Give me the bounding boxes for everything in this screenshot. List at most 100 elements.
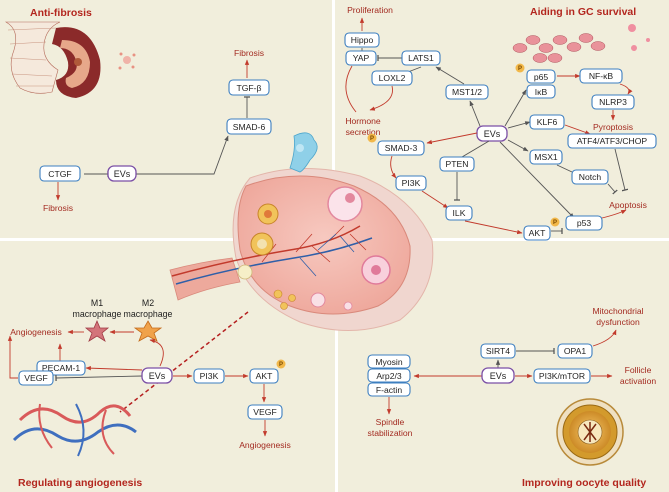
label-spindle: Spindle <box>376 417 405 427</box>
node-akt-angio: AKT <box>249 368 279 384</box>
svg-text:PTEN: PTEN <box>446 159 469 169</box>
edge-atf-apoptosis <box>614 148 629 192</box>
node-evs-gc: EVs <box>476 125 508 142</box>
edge-vegf-angio <box>9 338 18 379</box>
svg-text:Hippo: Hippo <box>351 35 374 45</box>
node-ctgf: CTGF <box>39 165 81 182</box>
node-p65: p65 <box>526 69 556 84</box>
node-msx1: MSX1 <box>529 149 563 165</box>
node-evs-oocyte: EVs <box>481 367 515 384</box>
node-vegf-left: VEGF <box>18 370 54 386</box>
node-akt-gc: AKT <box>523 225 551 241</box>
svg-text:p65: p65 <box>534 72 549 82</box>
ovary-illustration <box>169 132 434 332</box>
svg-text:p53: p53 <box>577 218 592 228</box>
svg-text:TGF-β: TGF-β <box>237 83 262 93</box>
edge-msx1-notch <box>556 164 573 173</box>
edge-evs-smad6 <box>160 135 229 175</box>
node-smad3: SMAD-3 <box>377 140 425 156</box>
node-opa1: OPA1 <box>557 343 593 359</box>
edge-mst-lats1 <box>435 66 465 85</box>
svg-text:PI3K/mTOR: PI3K/mTOR <box>539 371 585 381</box>
node-myosin: Myosin <box>367 354 411 369</box>
edge-notch-apoptosis <box>607 183 618 195</box>
node-ilk: ILK <box>445 205 473 221</box>
node-klf6: KLF6 <box>529 114 565 130</box>
label-activation: activation <box>620 376 657 386</box>
svg-text:VEGF: VEGF <box>24 373 47 383</box>
label-m2: M2 <box>142 298 154 308</box>
edge-evs-m2 <box>149 338 164 367</box>
node-notch: Notch <box>571 169 609 185</box>
granulosa-cells-illustration <box>512 24 650 63</box>
node-pi3k-mtor: PI3K/mTOR <box>533 368 591 384</box>
node-sirt4: SIRT4 <box>480 343 516 359</box>
svg-text:Arp2/3: Arp2/3 <box>376 371 402 381</box>
edge-evs-mst <box>469 100 481 127</box>
svg-text:NF-κB: NF-κB <box>589 71 614 81</box>
node-nlrp3: NLRP3 <box>591 94 635 110</box>
label-angiogenesis-bottom: Angiogenesis <box>239 440 291 450</box>
svg-text:LOXL2: LOXL2 <box>379 73 406 83</box>
svg-text:P: P <box>370 136 374 142</box>
label-m1-macrophage: macrophage <box>73 309 122 319</box>
label-dysfunction: dysfunction <box>596 317 640 327</box>
svg-text:LATS1: LATS1 <box>408 53 434 63</box>
edge-evs-smad3 <box>426 132 478 145</box>
svg-text:ATF4/ATF3/CHOP: ATF4/ATF3/CHOP <box>577 136 648 146</box>
svg-text:EVs: EVs <box>149 371 166 381</box>
edge-klf6-atf <box>564 124 591 135</box>
edge-evs-p65 <box>504 89 527 127</box>
phospho-akt-gc <box>550 217 560 227</box>
edge-evs-klf6 <box>507 121 531 129</box>
svg-text:SIRT4: SIRT4 <box>486 346 510 356</box>
svg-text:P: P <box>279 362 283 368</box>
label-pyroptosis: Pyroptosis <box>593 122 633 132</box>
divider-vertical-top <box>332 0 335 240</box>
label-angiogenesis-left: Angiogenesis <box>10 327 62 337</box>
label-fibrosis-bottom: Fibrosis <box>43 203 73 213</box>
svg-text:P: P <box>553 220 557 226</box>
divider-vertical-bottom <box>335 243 338 492</box>
edge-p53-apoptosis <box>601 209 627 219</box>
edge-evs-pten <box>461 140 490 158</box>
node-lats1: LATS1 <box>401 50 441 66</box>
node-pi3k-angio: PI3K <box>193 368 225 384</box>
edge-evs-vegf <box>55 374 143 382</box>
node-hippo: Hippo <box>344 32 380 48</box>
edge-ilk-akt <box>464 220 523 235</box>
svg-text:MST1/2: MST1/2 <box>452 87 482 97</box>
node-nfkb: NF-κB <box>579 68 623 84</box>
edge-smad3-pi3k <box>390 155 397 179</box>
node-pi3k-gc: PI3K <box>395 175 427 191</box>
title-gc-survival: Aiding in GC survival <box>530 6 636 18</box>
blood-vessels-illustration <box>12 403 137 457</box>
edge-evs-msx1 <box>507 139 529 152</box>
oocyte-illustration <box>556 398 624 466</box>
node-atf: ATF4/ATF3/CHOP <box>567 133 657 149</box>
node-ikb: IκB <box>526 84 556 99</box>
node-pten: PTEN <box>439 156 475 172</box>
edge-hormone <box>345 65 393 112</box>
svg-text:Notch: Notch <box>579 172 602 182</box>
node-tgfb: TGF-β <box>228 79 270 96</box>
svg-text:EVs: EVs <box>114 169 131 179</box>
label-secretion: secretion <box>346 127 381 137</box>
node-loxl2: LOXL2 <box>371 70 413 86</box>
svg-text:Myosin: Myosin <box>375 357 402 367</box>
svg-text:F-actin: F-actin <box>376 385 402 395</box>
node-p53: p53 <box>565 215 603 231</box>
svg-text:SMAD-3: SMAD-3 <box>385 143 418 153</box>
title-angiogenesis: Regulating angiogenesis <box>18 477 142 489</box>
svg-text:PI3K: PI3K <box>402 178 421 188</box>
svg-text:VEGF: VEGF <box>253 407 276 417</box>
svg-text:EVs: EVs <box>490 371 507 381</box>
svg-text:AKT: AKT <box>256 371 273 381</box>
phospho-p65 <box>515 63 525 73</box>
node-evs-anti-fibrosis: EVs <box>107 165 137 182</box>
m2-macrophage-icon <box>133 320 163 342</box>
label-hormone: Hormone <box>345 116 381 126</box>
edge-evs-pecam <box>85 366 143 371</box>
svg-text:PECAM-1: PECAM-1 <box>42 363 80 373</box>
